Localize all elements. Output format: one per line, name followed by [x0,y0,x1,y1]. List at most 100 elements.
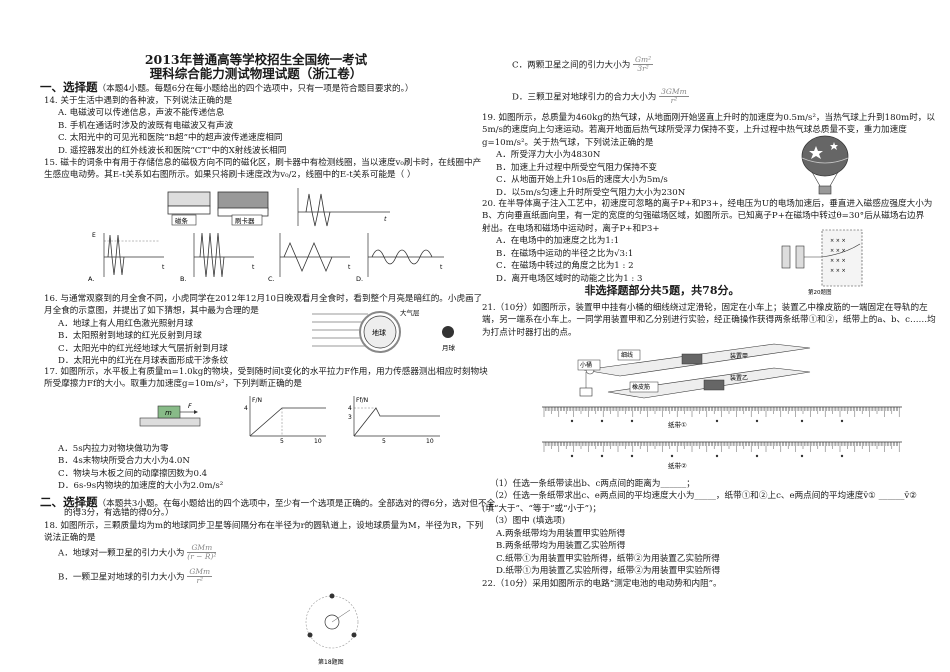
section1-heading: 一、选择题 [40,80,98,94]
q15-graph-d-label: D. [356,275,363,283]
q19-line2: 5m/s的速度向上匀速运动。若离开地面后热气球所受浮力保持不变，上升过程中热气球… [482,125,907,136]
q19-balloon-figure [801,135,849,195]
exam-title-line1: 2013年普通高等学校招生全国统一考试 [144,52,368,67]
q17-label-mass: m [165,409,172,417]
q16-option-a: A．地球上有人用红色激光照射月球 [58,318,194,329]
question-19: 19. 如图所示，总质量为460kg的热气球，从地面刚开始竖直上升时的加速度为0… [482,112,935,199]
q18-line1: 18. 如图所示，三颗质量均为m的地球同步卫星等间隔分布在半径为r的圆轨道上，设… [44,521,484,531]
q20-option-a: A．在电场中的加速度之比为1:1 [496,236,620,247]
tape-dot [840,419,844,423]
q14-option-c: C. 太阳光中的可见光和医院“B超”中的超声波传递速度相同 [58,133,283,144]
q20-option-d: D．离开电场区域时的动能之比为1 : 3 [496,273,643,284]
q15-graph-a-label: A. [88,275,94,283]
tape-dot [755,454,759,458]
q20-field-figure: × × × × × × × × × × × × 第20题图 [781,229,863,296]
q21-line1: 21.（10分）如图所示，装置甲中挂有小桶的细线绕过定滑轮，固定在小车上；装置乙… [482,303,928,313]
q17-line1: 17. 如图所示，水平板上有质量m=1.0kg的物块，受到随时间t变化的水平拉力… [44,367,488,377]
q15-graph-b-label: B. [180,275,187,283]
svg-text:4: 4 [348,405,352,412]
q18-c-numerator: Gm² [633,55,654,66]
q17-option-b: B．4s末物块所受合力大小为4.0N [58,456,190,467]
q20-line3: 射出。在电场和磁场中运动时，离子P+和P3+ [482,223,660,234]
question-15: 15. 磁卡的词条中有用于存储信息的磁极方向不同的磁化区，刷卡器中有检测线圈，当… [44,157,481,182]
svg-text:E: E [92,232,96,239]
q21-tape-2-label: 纸带② [668,461,687,470]
q14-option-d: D. 遥控器发出的红外线波长和医院“CT”中的X射线波长相同 [58,145,287,156]
svg-text:× × ×: × × × [830,258,846,264]
svg-text:10: 10 [426,438,434,445]
tape-dot [755,419,759,423]
q17-line2: 所受摩擦力Ff的大小。取重力加速度g=10m/s²，下列判断正确的是 [44,379,302,390]
q21-sub2b: (填“大于”、“等于”或“小于”)； [482,503,602,514]
q17-option-a: A．5s内拉力对物块做功为零 [58,444,169,454]
q15-label-reader: 刷卡器 [235,216,255,225]
q16-option-b: B．太阳照射到地球的红光反射到月球 [58,331,202,342]
q18-option-c-text: C．两颗卫星之间的引力大小为 [512,60,631,71]
tape-dot [630,454,634,458]
q15-line2: 生感应电动势。其E-t关系如右图所示。如果只将刷卡速度改为v₀/2，线圈中的E-… [44,170,416,181]
q21-sub2: （2）任选一条纸带求出c、e两点间的平均速度大小为_____，纸带①和②上c、e… [490,491,917,502]
q18-a-numerator: GMm [187,543,217,554]
q16-label-earth: 地球 [372,328,386,337]
q15-graph-c-label: C. [268,275,275,283]
q21-option-d: D.纸带①为用装置乙实验所得，纸带②为用装置甲实验所得 [496,566,721,577]
tape-dot [600,454,604,458]
q15-card-reader-figure: 磁条 刷卡器 t [167,188,390,227]
q19-option-b: B．加速上升过程中所受空气阻力保持不变 [496,162,658,173]
q21-label-string: 细线 [621,351,633,359]
left-column: 2013年普通高等学校招生全国统一考试 理科综合能力测试物理试题（浙江卷） 一、… [40,0,495,672]
q21-label-bucket: 小桶 [580,361,592,369]
q18-option-b-text: B．一颗卫星对地球的引力大小为 [58,572,185,583]
q18-option-d-text: D．三颗卫星对地球引力的合力大小为 [512,92,657,103]
q17-graph1-ylabel: F/N [252,397,262,404]
section2-heading: 二、选择题 [40,495,98,509]
section2-header: 二、选择题（本题共3小题。在每小题给出的四个选项中，至少有一个选项是正确的。全部… [40,494,495,511]
q20-line2: B、方向垂直纸面向里，有一定的宽度的匀强磁场区域，如图所示。已知离子P+在磁场中… [482,211,925,222]
section2-note1: （本题共3小题。在每小题给出的四个选项中，至少有一个选项是正确的。全部选对的得6… [97,499,496,509]
svg-text:× × ×: × × × [830,268,846,274]
section1-note: （本题4小题。每题6分在每小题给出的四个选项中，只有一项是符合题目要求的。） [97,84,414,94]
svg-text:4: 4 [244,405,248,412]
question-18: 18. 如图所示，三颗质量均为m的地球同步卫星等间隔分布在半径为r的圆轨道上，设… [44,520,484,545]
q22-line: 22.（10分）采用如图所示的电路“测定电池的电动势和内阻”。 [482,578,722,589]
q17-options: A．5s内拉力对物块做功为零 B．4s末物块所受合力大小为4.0N C．物块与木… [44,443,472,493]
tape-dot [715,454,719,458]
q21-option-c: C.纸带①为用装置甲实验所得，纸带②为用装置乙实验所得 [496,553,720,564]
q16-line1: 16. 与通常观察到的月全食不同，小虎同学在2012年12月10日晚观看月全食时… [44,294,483,304]
section2-note2: 的得3分，有选错的得0分。） [64,508,174,518]
q20-figure-caption: 第20题图 [808,288,832,296]
q19-line1: 19. 如图所示，总质量为460kg的热气球，从地面刚开始竖直上升时的加速度为0… [482,113,935,123]
q21-line2: 端，另一端系在小车上。一同学用装置甲和乙分别进行实验，经正确操作获得两条纸带①和… [482,315,936,326]
q17-option-c: C．物块与木板之间的动摩擦因数为0.4 [58,468,208,479]
q21-line3: 为打点计时器打出的点。 [482,327,577,338]
svg-text:t: t [252,264,255,271]
q16-option-c: C．太阳光中的红光经地球大气层折射到月球 [58,343,228,354]
q19-option-d: D．以5m/s匀速上升时所受空气阻力大小为230N [496,187,686,198]
q21-label-rubber-band: 橡皮筋 [632,383,650,391]
section1-header: 一、选择题（本题4小题。每题6分在每小题给出的四个选项中，只有一项是符合题目要求… [40,79,414,96]
q18-line2: 说法正确的是 [44,533,96,544]
svg-text:t: t [348,264,351,271]
q18-option-a-fraction: GMm(r − R)² [187,543,217,562]
svg-text:× × ×: × × × [830,248,846,254]
q14-option-b: B. 手机在通话时涉及的波既有电磁波又有声波 [58,120,234,131]
exam-title-line2: 理科综合能力测试物理试题（浙江卷） [149,66,363,81]
q19-option-a: A．所受浮力大小为4830N [496,150,601,161]
part2-heading: 非选择题部分共5题，共78分。 [584,284,740,297]
q17-option-d: D．6s-9s内物块的加速度的大小为2.0m/s² [58,481,224,492]
q17-label-force: F [188,402,192,410]
svg-text:3: 3 [348,414,352,421]
q18-figure-caption: 第18题图 [318,658,344,666]
q16-label-atmosphere: 大气层 [400,308,420,317]
svg-text:5: 5 [382,438,386,445]
question-16: 16. 与通常观察到的月全食不同，小虎同学在2012年12月10日晚观看月全食时… [44,293,483,368]
q21-option-a: A.两条纸带均为用装置甲实验所得 [496,528,626,539]
q21-apparatus-figure: 小桶 细线 装置甲 装置乙 橡皮筋 [577,343,811,399]
